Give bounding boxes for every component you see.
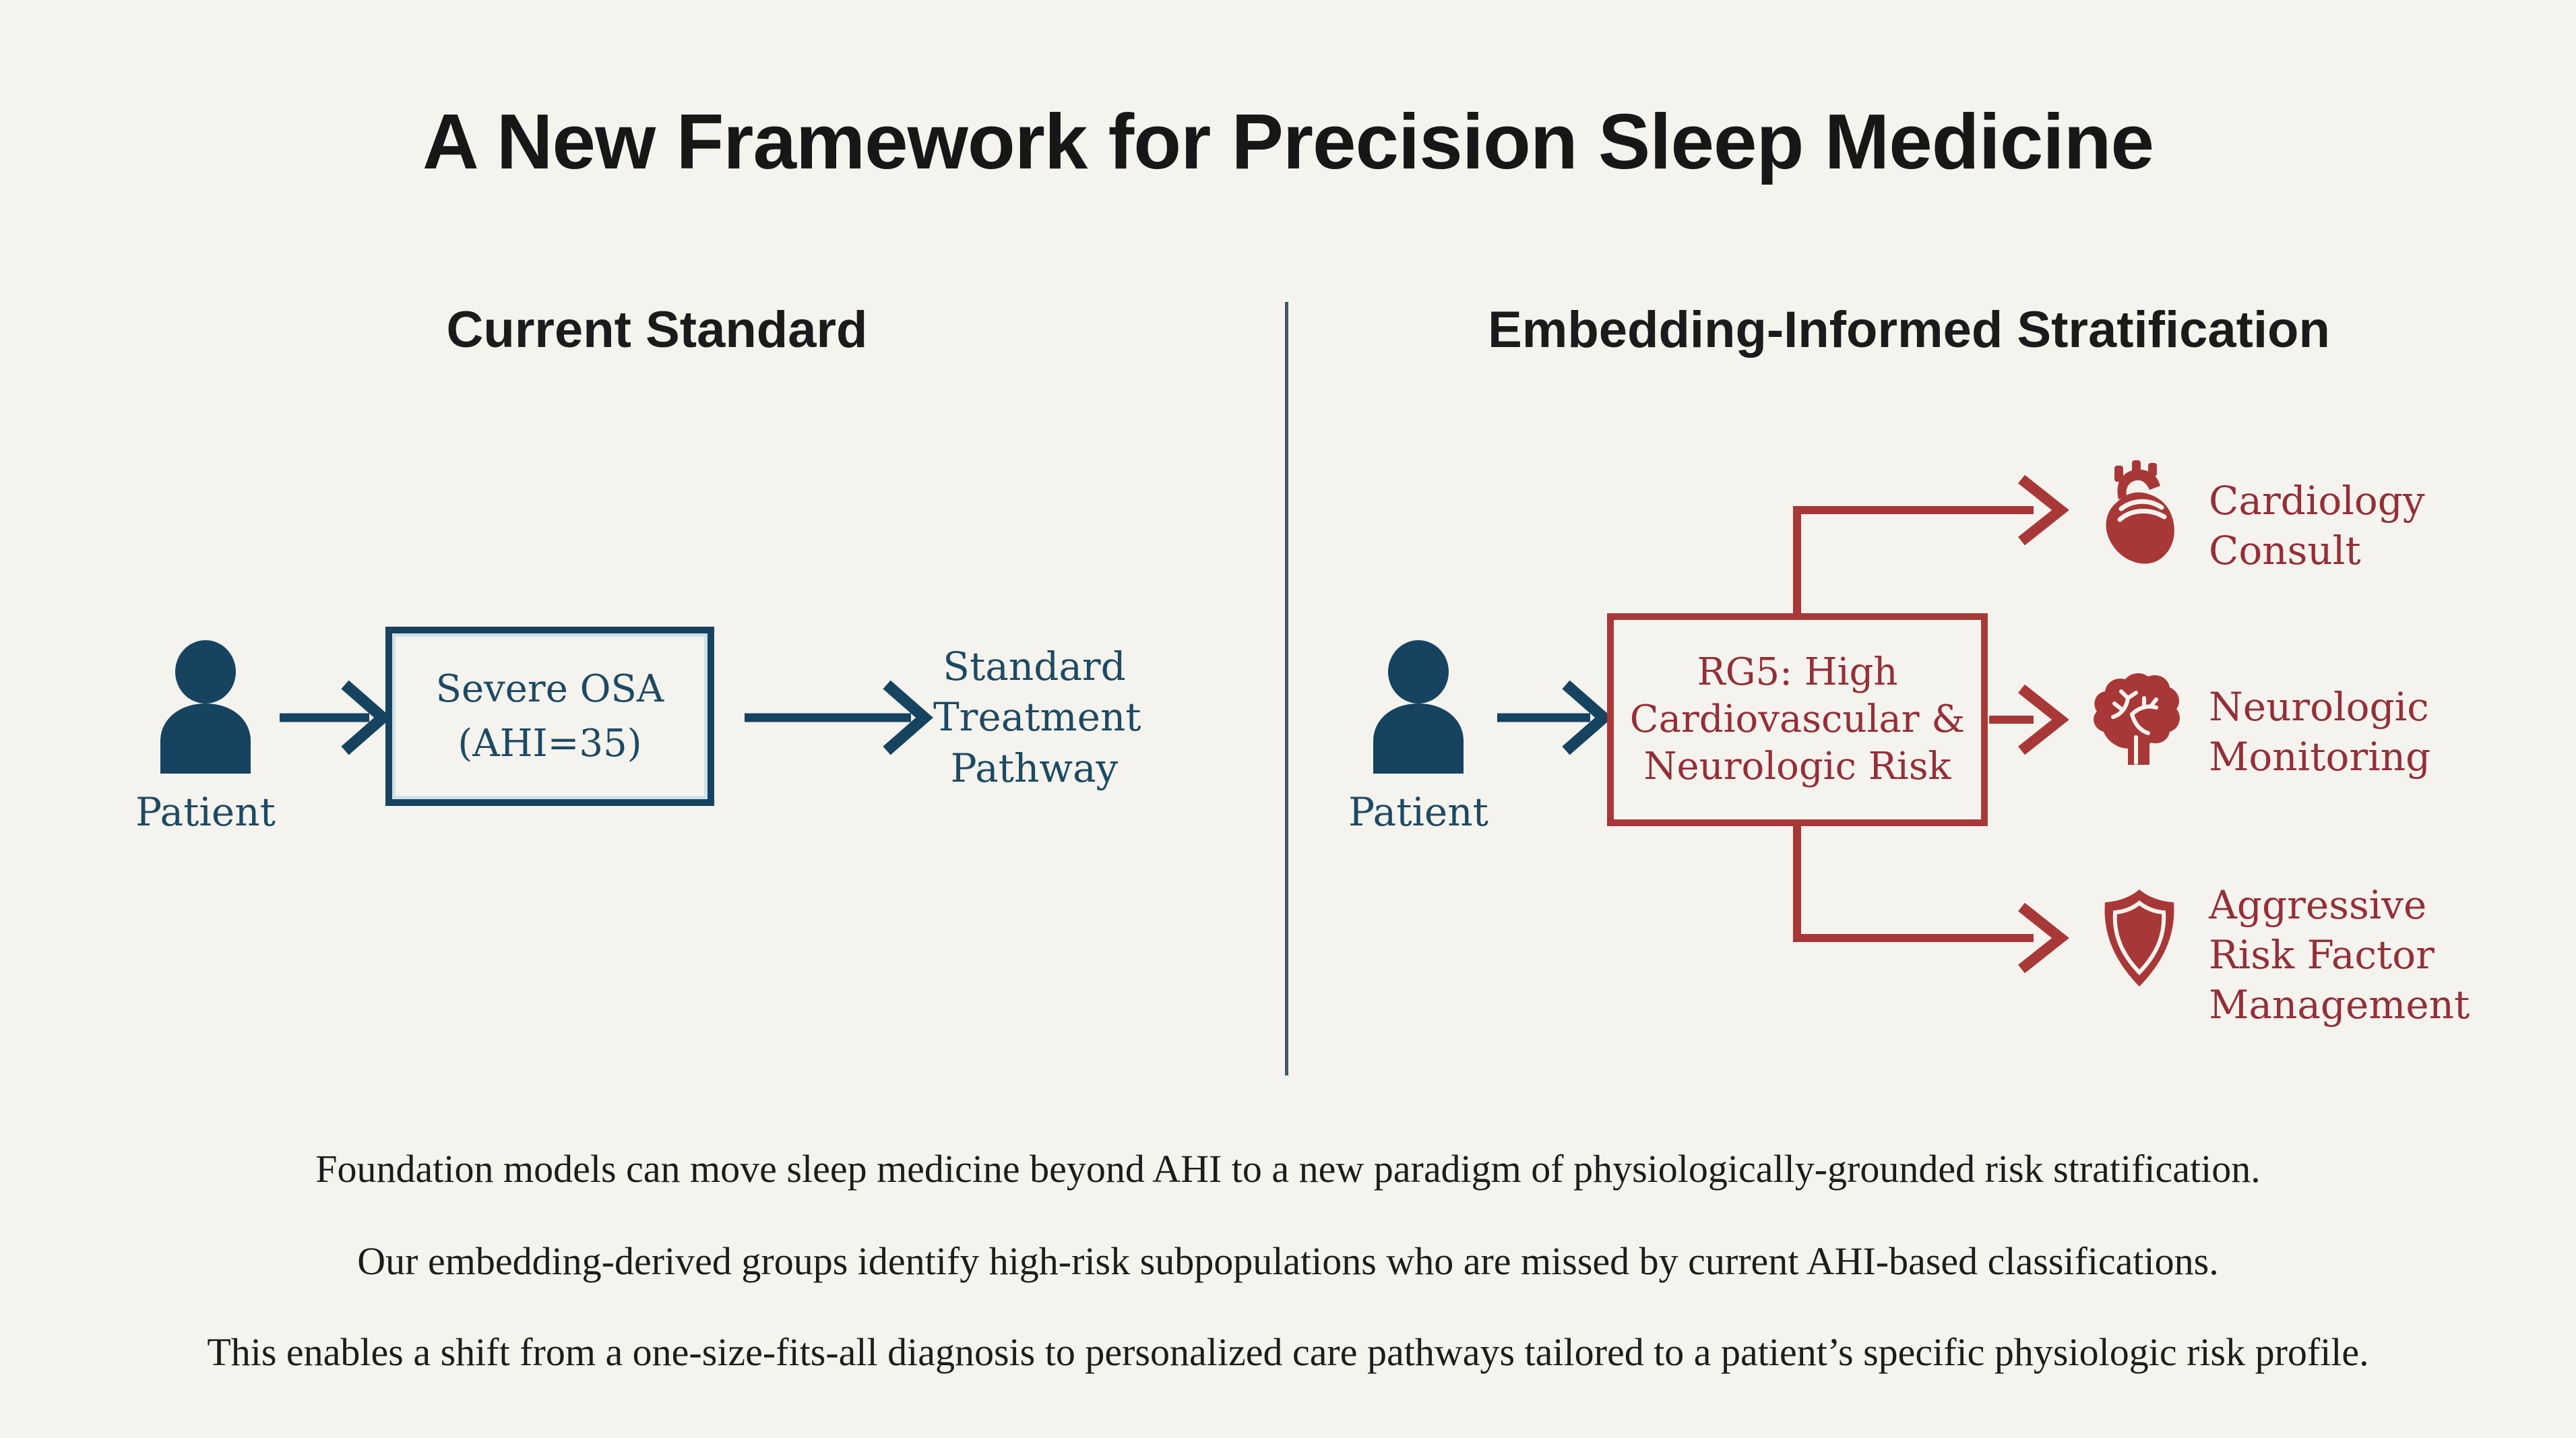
right-box-line: Neurologic Risk (1643, 745, 1951, 788)
right-arrowhead-navy (1562, 680, 1612, 755)
outcome-line: Treatment (933, 694, 1141, 741)
right-box-line: Cardiovascular & (1629, 697, 1966, 741)
patient-icon (1373, 640, 1464, 774)
branch-mid-arrowhead (2018, 684, 2069, 755)
outcome-line: Risk Factor (2209, 932, 2434, 978)
branch-up-connector (1793, 506, 2034, 615)
outcome-line: Monitoring (2209, 734, 2431, 780)
left-diagnosis-box: Severe OSA (AHI=35) (385, 627, 714, 806)
risk-group-box: RG5: High Cardiovascular & Neurologic Ri… (1607, 613, 1988, 826)
branch-down-connector (1793, 825, 2034, 942)
footer-line-2: Our embedding-derived groups identify hi… (357, 1239, 2219, 1283)
branch-up-arrowhead (2018, 474, 2069, 546)
left-column-header: Current Standard (446, 301, 868, 358)
left-outcome-label: Standard Treatment Pathway (933, 642, 1141, 794)
left-box-line: Severe OSA (435, 666, 664, 711)
brain-icon (2094, 673, 2180, 765)
left-arrowhead-1 (341, 680, 391, 755)
outcome-line: Aggressive (2209, 882, 2427, 928)
patient-icon (160, 640, 251, 774)
outcome-risk-management: Aggressive Risk Factor Management (2209, 880, 2470, 1030)
footer-line-1: Foundation models can move sleep medicin… (315, 1147, 2261, 1191)
outcome-line: Neurologic (2209, 684, 2429, 730)
left-patient-label: Patient (135, 789, 276, 835)
outcome-cardiology: Cardiology Consult (2209, 476, 2425, 575)
outcome-line: Cardiology (2209, 478, 2425, 524)
right-patient-label: Patient (1348, 789, 1488, 835)
shield-icon (2104, 889, 2174, 987)
outcome-line: Pathway (950, 745, 1119, 791)
left-arrowhead-2 (883, 680, 933, 755)
outcome-line: Management (2209, 982, 2470, 1028)
right-column-header: Embedding-Informed Stratification (1488, 301, 2330, 358)
footer-line-3: This enables a shift from a one-size-fit… (207, 1330, 2369, 1374)
heart-icon (2106, 460, 2174, 564)
page-title: A New Framework for Precision Sleep Medi… (422, 98, 2154, 185)
right-box-line: RG5: High (1697, 650, 1898, 694)
branch-down-arrowhead (2018, 902, 2069, 974)
outcome-neurologic: Neurologic Monitoring (2209, 682, 2430, 782)
left-box-line: (AHI=35) (458, 722, 642, 765)
outcome-line: Consult (2209, 528, 2361, 574)
outcome-line: Standard (943, 644, 1126, 689)
column-divider (1285, 302, 1288, 1075)
